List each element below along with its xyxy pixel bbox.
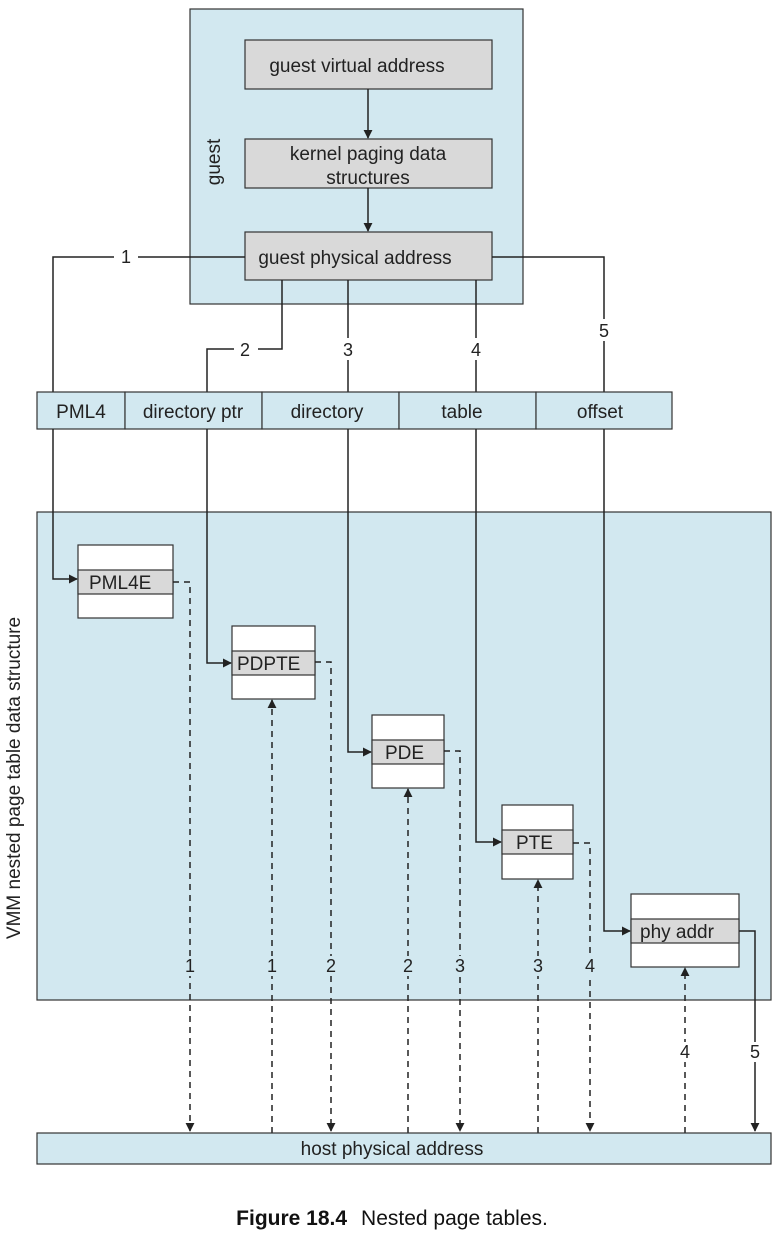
figure-caption-text: Nested page tables.: [361, 1207, 548, 1230]
field-table-label: table: [441, 402, 482, 423]
field-directory-ptr: [124, 391, 263, 430]
connector-1-gap: [114, 247, 138, 267]
host-ref-label-gap: [181, 956, 199, 976]
table-pde: PDE: [371, 714, 445, 789]
connector-5-label: 5: [599, 321, 609, 341]
guest-region-label: guest: [204, 138, 225, 185]
index-line-directory: [347, 429, 372, 757]
host-ref-down-2: [315, 661, 336, 1132]
table-phy-addr: phy addr: [630, 893, 740, 968]
host-ref-label-gap: [529, 956, 547, 976]
table-pte-label: PTE: [516, 833, 553, 854]
guest-physical-address-box: [244, 231, 493, 281]
kernel-paging-label-line2: structures: [326, 168, 409, 189]
connector-3-label: 3: [343, 340, 353, 360]
connector-1-label: 1: [121, 247, 131, 267]
connector-1: [52, 256, 245, 392]
index-line-offset: [603, 429, 631, 936]
field-offset: [535, 391, 673, 430]
host-ref-label-2a: 2: [326, 956, 336, 976]
host-ref-down-4: [573, 842, 595, 1132]
guest-physical-address-label: guest physical address: [258, 248, 451, 269]
connector-2-gap: [234, 339, 258, 359]
field-pml4-label: PML4: [56, 402, 106, 423]
field-pml4: [36, 391, 126, 430]
host-ref-label-1b: 1: [267, 956, 277, 976]
host-ref-label-gap: [746, 1042, 764, 1062]
host-ref-label-4a: 4: [585, 956, 595, 976]
index-line-table: [475, 429, 502, 847]
host-ref-label-gap: [263, 956, 281, 976]
table-pml4e-label: PML4E: [89, 573, 151, 594]
table-pdpte: PDPTE: [231, 625, 316, 700]
host-ref-label-3a: 3: [455, 956, 465, 976]
nested-page-tables-diagram: guest guest virtual address kernel pagin…: [4, 8, 772, 1165]
guest-virtual-address-box: [244, 39, 493, 90]
table-pdpte-label: PDPTE: [237, 654, 300, 675]
field-offset-label: offset: [577, 402, 624, 423]
table-pde-label: PDE: [385, 743, 424, 764]
host-ref-label-3b: 3: [533, 956, 543, 976]
host-ref-label-1a: 1: [185, 956, 195, 976]
vmm-region-label: VMM nested page table data structure: [4, 617, 25, 939]
index-line-pml4: [52, 429, 78, 584]
host-ref-label-gap: [451, 956, 469, 976]
table-pml4e: PML4E: [77, 544, 174, 619]
guest-virtual-address-label: guest virtual address: [269, 56, 444, 77]
host-ref-label-5: 5: [750, 1042, 760, 1062]
host-ref-down-1: [173, 581, 195, 1132]
host-ref-label-gap: [322, 956, 340, 976]
address-fields-bar: PML4 directory ptr directory table offse…: [36, 391, 673, 430]
table-pte: PTE: [501, 804, 574, 880]
host-physical-address-bar: [36, 1132, 772, 1165]
field-directory-label: directory: [291, 402, 364, 423]
host-ref-label-gap: [581, 956, 599, 976]
connector-3-gap: [337, 338, 359, 360]
field-table: [398, 391, 537, 430]
index-line-directory-ptr: [206, 429, 232, 668]
figure-number: Figure 18.4: [236, 1207, 348, 1230]
host-ref-label-gap: [676, 1042, 694, 1062]
host-ref-label-4b: 4: [680, 1042, 690, 1062]
host-ref-label-2b: 2: [403, 956, 413, 976]
connector-5: [492, 256, 605, 392]
kernel-paging-label-line1: kernel paging data: [290, 144, 447, 165]
final-address-line-5: [739, 930, 760, 1132]
host-ref-down-3: [444, 750, 465, 1132]
connector-4-label: 4: [471, 340, 481, 360]
table-phy-addr-label: phy addr: [640, 922, 715, 943]
kernel-paging-box: [244, 138, 493, 189]
connector-2-label: 2: [240, 340, 250, 360]
connector-4-gap: [465, 338, 487, 360]
field-directory-ptr-label: directory ptr: [143, 402, 244, 423]
figure-caption: Figure 18.4 Nested page tables.: [0, 1207, 784, 1231]
connector-5-gap: [593, 319, 615, 341]
host-physical-address-label: host physical address: [301, 1139, 484, 1160]
host-ref-label-gap: [399, 956, 417, 976]
